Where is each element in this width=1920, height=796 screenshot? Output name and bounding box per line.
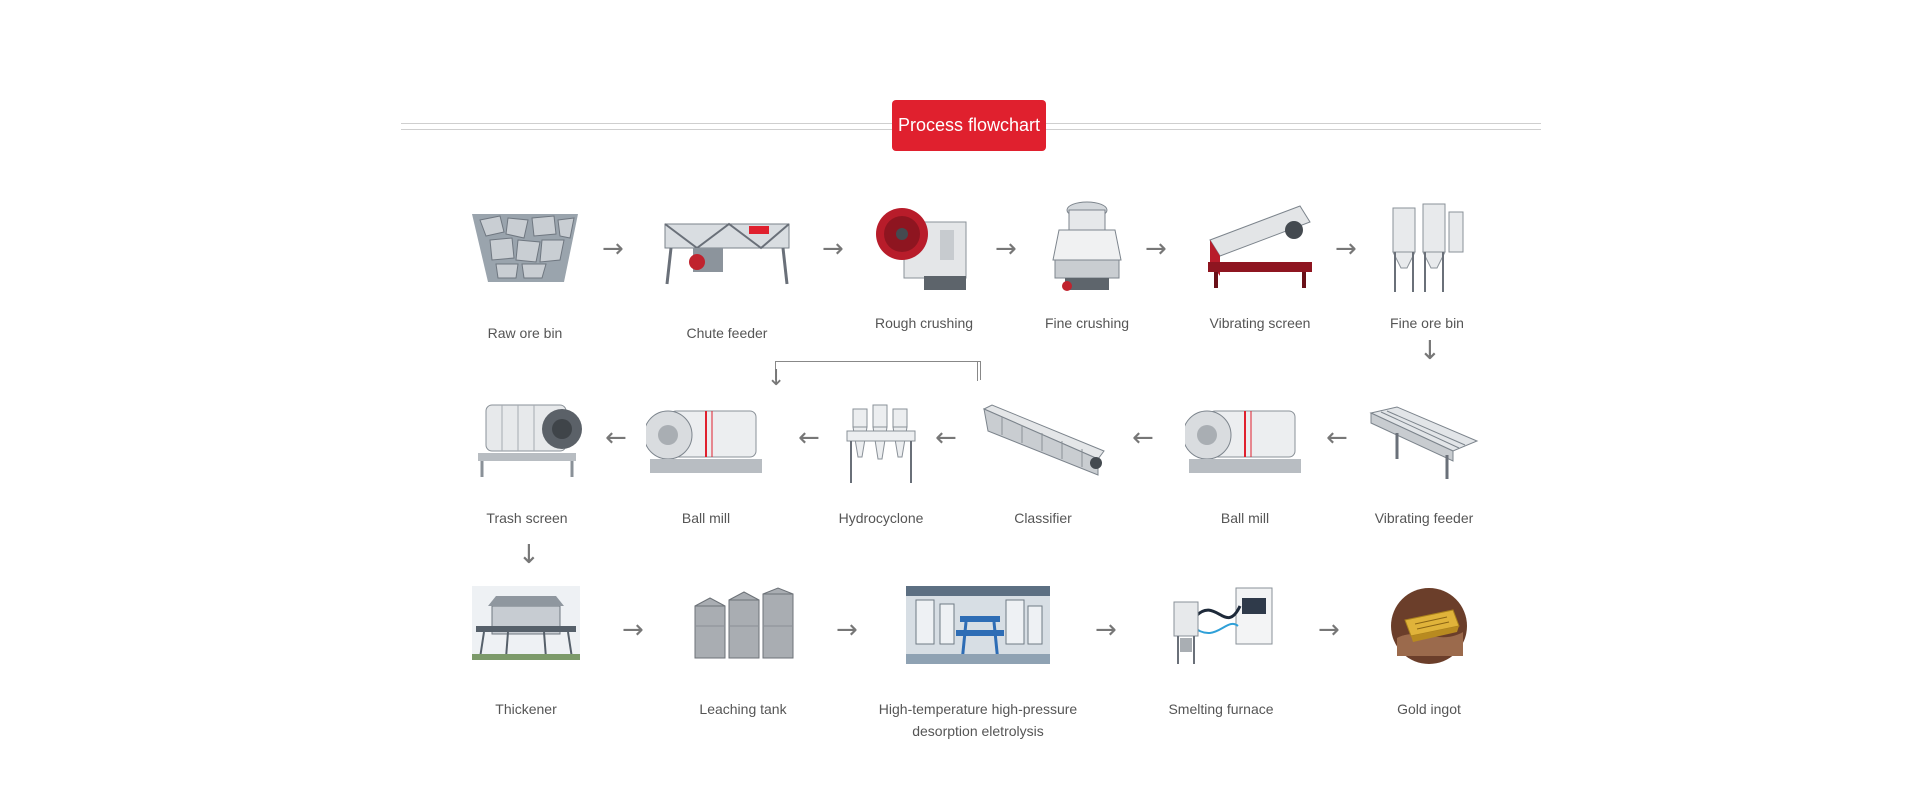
arrow-left-icon: ← xyxy=(935,423,957,453)
arrow-down-icon: ↓ xyxy=(518,540,540,570)
step-label: Fine crushing xyxy=(1044,315,1130,331)
step-smelting-furnace: Smelting furnace xyxy=(1126,586,1316,736)
silo-icon xyxy=(1387,200,1467,294)
vibrating-feeder-icon xyxy=(1367,403,1481,483)
return-loop-line xyxy=(775,361,981,380)
step-label: Raw ore bin xyxy=(487,325,563,341)
feeder-icon xyxy=(657,210,797,290)
page-title: Process flowchart xyxy=(892,100,1046,151)
step-label: Smelting furnace xyxy=(1168,701,1274,717)
step-ball-mill-2: Ball mill xyxy=(611,395,801,545)
step-chute-feeder: Chute feeder xyxy=(632,210,822,360)
step-thickener: Thickener xyxy=(431,586,621,736)
step-fine-ore-bin: Fine ore bin xyxy=(1332,200,1522,350)
vibrating-screen-icon xyxy=(1204,200,1316,290)
step-label: Gold ingot xyxy=(1397,701,1461,717)
step-label: Chute feeder xyxy=(686,325,768,341)
arrow-right-icon: → xyxy=(836,615,858,645)
step-label: Leaching tank xyxy=(699,701,787,717)
spiral-classifier-icon xyxy=(978,401,1108,479)
leaching-tank-icon xyxy=(689,586,797,660)
arrow-left-icon: ← xyxy=(605,423,627,453)
arrow-left-icon: ← xyxy=(1326,423,1348,453)
step-vibrating-screen: Vibrating screen xyxy=(1165,200,1355,350)
step-label: Hydrocyclone xyxy=(838,510,924,526)
step-hydrocyclone: Hydrocyclone xyxy=(786,395,976,545)
arrow-left-icon: ← xyxy=(798,423,820,453)
ball-mill-icon xyxy=(646,401,766,479)
arrow-right-icon: → xyxy=(1318,615,1340,645)
ore-pile-icon xyxy=(470,210,580,286)
step-label: Classifier xyxy=(1014,510,1072,526)
arrow-right-icon: → xyxy=(995,234,1017,264)
step-raw-ore-bin: Raw ore bin xyxy=(430,210,620,360)
step-label: Trash screen xyxy=(486,510,568,526)
step-fine-crushing: Fine crushing xyxy=(992,200,1182,350)
arrow-down-icon: ↓ xyxy=(1419,336,1441,366)
step-label: Vibrating screen xyxy=(1209,315,1311,331)
arrow-right-icon: → xyxy=(602,234,624,264)
arrow-down-icon: ↓ xyxy=(767,366,786,391)
gold-ingot-icon xyxy=(1389,586,1469,666)
hydrocyclone-icon xyxy=(843,401,919,485)
step-trash-screen: Trash screen xyxy=(432,395,622,545)
step-ball-mill-1: Ball mill xyxy=(1150,395,1340,545)
arrow-right-icon: → xyxy=(822,234,844,264)
arrow-right-icon: → xyxy=(1335,234,1357,264)
cone-crusher-icon xyxy=(1047,200,1127,296)
desorption-plant-icon xyxy=(906,586,1050,664)
step-label: Vibrating feeder xyxy=(1374,510,1474,526)
trash-screen-icon xyxy=(472,395,582,479)
step-classifier: Classifier xyxy=(948,395,1138,545)
step-label: Rough crushing xyxy=(874,315,974,331)
step-label: Ball mill xyxy=(1220,510,1270,526)
step-label: Fine ore bin xyxy=(1390,315,1464,331)
return-loop-line xyxy=(977,361,978,381)
step-label: Thickener xyxy=(495,701,557,717)
step-label: High-temperature high-pressure desorptio… xyxy=(878,701,1078,739)
step-leaching-tank: Leaching tank xyxy=(648,586,838,736)
step-rough-crushing: Rough crushing xyxy=(829,200,1019,350)
arrow-left-icon: ← xyxy=(1132,423,1154,453)
arrow-right-icon: → xyxy=(1145,234,1167,264)
step-vibrating-feeder: Vibrating feeder xyxy=(1329,395,1519,545)
step-desorption-electrolysis: High-temperature high-pressure desorptio… xyxy=(857,586,1099,739)
jaw-crusher-icon xyxy=(874,200,974,296)
step-gold-ingot: Gold ingot xyxy=(1334,586,1524,736)
ball-mill-icon xyxy=(1185,401,1305,479)
step-label: Ball mill xyxy=(681,510,731,526)
smelting-furnace-icon xyxy=(1166,586,1276,666)
thickener-icon xyxy=(472,586,580,660)
arrow-right-icon: → xyxy=(622,615,644,645)
arrow-right-icon: → xyxy=(1095,615,1117,645)
